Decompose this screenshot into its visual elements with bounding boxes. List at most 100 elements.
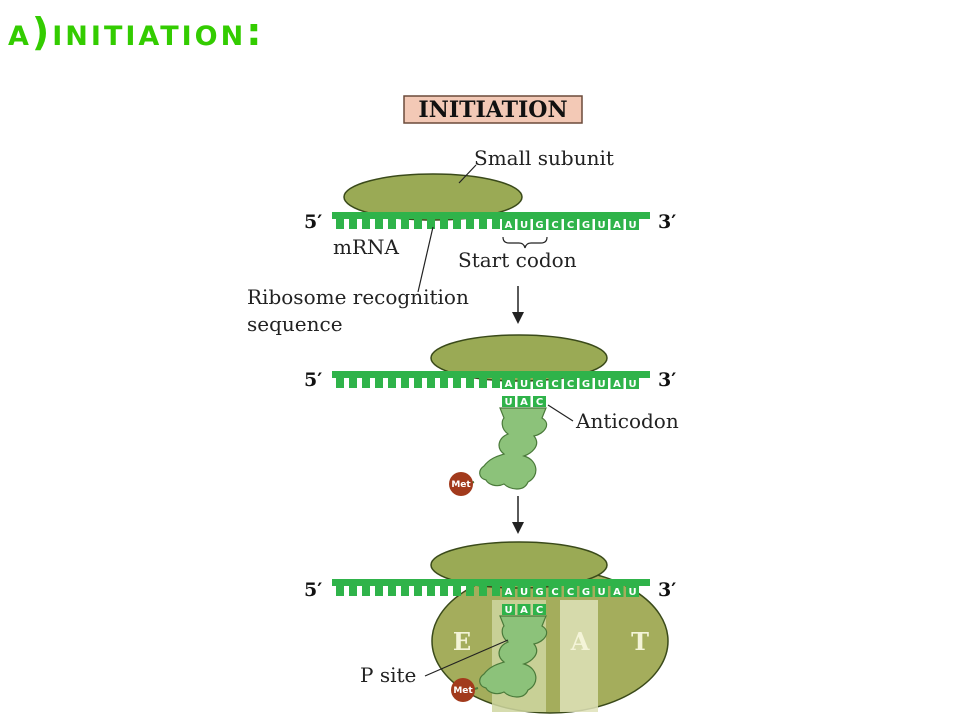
codon-base-box [579,586,593,597]
a-site-label: A [570,627,590,656]
mrna-tooth [453,586,461,596]
arrow-down-icon [512,286,524,324]
codon-base: C [567,220,574,231]
mrna-tooth [336,586,344,596]
three-prime-label: 3′ [658,369,676,391]
mrna-tooth [492,219,500,229]
anticodon-base: A [520,605,528,616]
trna [479,615,548,698]
codon-base-box [579,378,593,389]
codon-base: U [520,587,528,598]
five-prime-label: 5′ [304,579,322,601]
codon-base-box [548,586,562,597]
codon-base: A [505,220,513,231]
codon-base: C [567,379,574,390]
mrna-tooth [492,586,500,596]
anticodon-base: C [536,605,543,616]
codon-base: G [535,587,543,598]
codon-base-box [564,219,577,230]
five-prime-label: 5′ [304,369,322,391]
mrna-tooth [349,219,357,229]
codon-base: U [520,379,528,390]
codon-base: C [551,587,558,598]
codon-base-box [595,219,608,230]
mrna-tooth [453,219,461,229]
methionine [451,678,475,702]
codon-base-box [610,586,624,597]
codon-base: U [597,379,605,390]
codon-base: C [551,379,558,390]
initiation-box-label: INITIATION [418,97,567,123]
anticodon-base-box [533,396,546,407]
arrow-down-icon [512,496,524,534]
slide-title: a)Initiation: [8,10,265,54]
mrna-tooth [401,219,409,229]
e-site-label: E [453,627,471,656]
codon-base-box [548,219,562,230]
codon-base: A [505,379,513,390]
mrna-tooth [336,219,344,229]
mrna-tooth [388,586,396,596]
codon-base: A [613,379,621,390]
mrna-tooth [362,219,370,229]
mrna-tooth [414,586,422,596]
mrna-tooth [414,219,422,229]
codon-base: U [520,220,528,231]
p-site-label: P site [360,663,416,687]
mrna-tooth [466,219,474,229]
anticodon-base-box [517,604,531,615]
mrna-tooth [440,378,448,388]
codon-base-box [502,378,515,389]
codon-base-box [579,219,593,230]
anticodon-base-box [533,604,546,615]
codon-base-box [533,378,546,389]
codon-base-box [564,586,577,597]
codon-base-box [548,378,562,389]
anticodon-base: U [504,397,512,408]
codon-base-box [595,378,608,389]
five-prime-label: 5′ [304,211,322,233]
codon-base-box [517,219,531,230]
ribosome-recognition-line-1: Ribosome recognition [247,285,469,309]
codon-base: G [535,379,543,390]
codon-base-box [502,586,515,597]
codon-base: A [613,587,621,598]
codon-base-box [517,586,531,597]
mrna-tooth [401,378,409,388]
mrna-tooth [440,219,448,229]
met-label: Met [451,480,471,490]
mrna-tooth [492,378,500,388]
codon-base: G [582,220,590,231]
anticodon-base-box [502,604,515,615]
mrna-tooth [349,378,357,388]
codon-base-box [595,586,608,597]
t-site-label: T [631,627,649,656]
codon-base: A [613,220,621,231]
methionine [449,472,473,496]
codon-base: G [582,379,590,390]
anticodon-base: U [504,605,512,616]
codon-base: C [551,220,558,231]
codon-base: U [628,220,636,231]
codon-base: U [628,379,636,390]
met-label: Met [453,686,473,696]
three-prime-label: 3′ [658,579,676,601]
mrna-tooth [336,378,344,388]
codon-base-box [502,219,515,230]
mrna-tooth [427,378,435,388]
mrna-tooth [427,219,435,229]
codon-base: A [505,587,513,598]
codon-base: G [582,587,590,598]
trna [479,407,548,490]
three-prime-label: 3′ [658,211,676,233]
codon-base-box [564,378,577,389]
anticodon-base: A [520,397,528,408]
